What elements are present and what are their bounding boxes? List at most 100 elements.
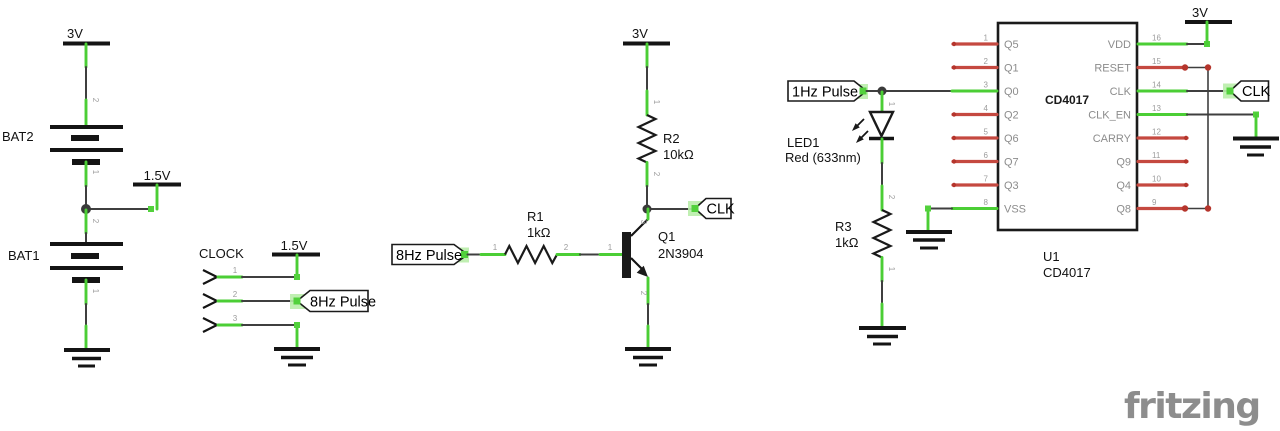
resistor-zigzag — [870, 209, 894, 259]
pin-chevron-icon — [202, 317, 220, 333]
q1-collector-pin-number: 3 — [639, 220, 648, 225]
ground-symbol-clk-en[interactable] — [1233, 136, 1279, 157]
power-3v-label: 3V — [632, 26, 648, 41]
ic-pin-q7[interactable]: 6 Q7 — [951, 151, 1019, 169]
net-dot — [1181, 64, 1189, 71]
power-1v5-label: 1.5V — [144, 168, 171, 183]
ic-pin-q8[interactable]: 9 Q8 — [1116, 198, 1187, 216]
r3-pin1-number: 1 — [887, 267, 896, 272]
ground-symbol-battery[interactable] — [64, 348, 110, 368]
pin-end-dot — [1183, 135, 1189, 141]
net-label-flag[interactable] — [787, 80, 868, 102]
r2-pin2-number: 2 — [652, 172, 661, 177]
led-emission-arrowhead — [856, 135, 864, 143]
resistor-r2[interactable]: R2 10kΩ — [635, 114, 694, 164]
power-1v5-label: 1.5V — [281, 238, 308, 253]
ground-symbol-r3[interactable] — [859, 326, 906, 346]
header-pin-1[interactable]: 1 — [202, 266, 298, 285]
net-label-flag[interactable] — [693, 197, 732, 220]
ic-pin-q0[interactable]: 3 Q0 — [950, 81, 1019, 99]
bat1-ref-label: BAT1 — [8, 248, 40, 263]
connection-point — [925, 205, 931, 212]
ic-pin-clk[interactable]: 14 CLK — [1110, 81, 1189, 99]
ic-pin-clk-en[interactable]: 13 CLK_EN — [1088, 104, 1189, 122]
header-pin-2[interactable]: 2 — [202, 290, 298, 309]
battery-bat1[interactable]: BAT1 — [8, 242, 123, 283]
ic-pin-q5[interactable]: 1 Q5 — [951, 34, 1019, 52]
battery-section: 3V 2 BAT2 1 1.5V 2 — [2, 26, 181, 368]
transistor-q1[interactable]: Q1 2N3904 — [622, 207, 704, 278]
net-label-1hz-pulse[interactable]: 1Hz Pulse — [787, 80, 868, 102]
net-label-flag[interactable] — [1228, 80, 1270, 102]
power-symbol-1v5-clock[interactable]: 1.5V — [272, 238, 320, 279]
power-symbol-3v-left[interactable]: 3V — [63, 26, 110, 69]
ic-right-pins: 16 VDD 15 RESET 14 CLK 13 CLK_EN 12 — [1088, 34, 1189, 216]
ic-chip-label: CD4017 — [1045, 93, 1089, 107]
counter-section: CD4017 1 Q5 2 Q1 3 Q0 4 Q2 — [906, 5, 1279, 280]
ic-pin-reset[interactable]: 15 RESET — [1094, 57, 1187, 75]
pin-label: VSS — [1004, 204, 1026, 216]
ic-pin-q2[interactable]: 4 Q2 — [951, 104, 1019, 122]
net-label-flag[interactable] — [295, 289, 369, 313]
resistor-r3[interactable]: R3 1kΩ — [835, 209, 894, 259]
ic-pin-vdd[interactable]: 16 VDD — [1108, 34, 1189, 52]
net-dot — [1204, 205, 1212, 212]
ic-pin-q1[interactable]: 2 Q1 — [951, 57, 1019, 75]
q1-ref-label: Q1 — [658, 229, 675, 244]
header-pin-3[interactable]: 3 — [202, 314, 298, 333]
ic-pin-carry[interactable]: 12 CARRY — [1093, 128, 1189, 146]
pin-number: 12 — [1152, 128, 1161, 137]
resistor-zigzag — [504, 243, 558, 266]
pin-chevron-icon — [202, 269, 220, 285]
ic-pin-vss[interactable]: 8 VSS — [950, 198, 1026, 216]
connection-point — [148, 206, 154, 212]
led-led1[interactable]: LED1 Red (633nm) — [785, 110, 895, 165]
u1-value-label: CD4017 — [1043, 265, 1091, 280]
pin-number: 10 — [1152, 175, 1161, 184]
net-label-8hz-pulse-clock[interactable]: 8Hz Pulse — [290, 289, 376, 313]
pin-number: 13 — [1152, 104, 1161, 113]
connection-point — [691, 205, 699, 212]
ground-symbol-q1[interactable] — [625, 347, 671, 367]
connection-point — [294, 322, 300, 328]
q1-value-label: 2N3904 — [658, 246, 704, 261]
connection-point — [293, 297, 301, 305]
connection-point — [1226, 87, 1234, 95]
pin-label: Q6 — [1004, 133, 1019, 145]
ic-pin-q6[interactable]: 5 Q6 — [951, 128, 1019, 146]
pin-number: 2 — [984, 57, 989, 66]
pin-end-dot — [951, 41, 957, 47]
resistor-r1[interactable]: R1 1kΩ — [504, 209, 558, 266]
pin-chevron-icon — [202, 293, 220, 309]
r2-value-label: 10kΩ — [663, 147, 694, 162]
net-label-8hz-pulse-input[interactable]: 8Hz Pulse — [391, 243, 469, 266]
connection-point — [859, 87, 867, 95]
power-symbol-3v-ic[interactable]: 3V — [1185, 5, 1232, 46]
battery-bat2[interactable]: BAT2 — [2, 125, 123, 165]
net-label-flag[interactable] — [391, 243, 469, 266]
pulse-shaper-section: 3V 1 R2 10kΩ 2 CLK 8Hz Pulse — [391, 26, 735, 367]
net-label-clk-ic[interactable]: CLK — [1223, 80, 1271, 102]
led-triangle — [868, 110, 895, 139]
pin-number: 16 — [1152, 34, 1161, 43]
ground-symbol-vss[interactable] — [906, 230, 952, 250]
ground-symbol-clock[interactable] — [274, 347, 320, 367]
pin-label: Q1 — [1004, 63, 1019, 75]
ic-body[interactable] — [996, 21, 1139, 232]
ic-pin-q3[interactable]: 7 Q3 — [951, 175, 1019, 193]
bat1-pin2-number: 2 — [91, 219, 100, 224]
net-label-text: 8Hz Pulse — [396, 248, 462, 264]
ic-pin-q4[interactable]: 10 Q4 — [1116, 175, 1189, 193]
pin-number: 3 — [984, 81, 989, 90]
net-label-clk-collector[interactable]: CLK — [688, 197, 735, 220]
pin-label: Q9 — [1116, 157, 1131, 169]
connection-point — [294, 274, 300, 280]
power-3v-label: 3V — [1192, 5, 1208, 20]
ic-pin-q9[interactable]: 11 Q9 — [1116, 151, 1189, 169]
pin-number: 8 — [984, 198, 989, 207]
power-symbol-3v-q1[interactable]: 3V — [623, 26, 670, 69]
power-symbol-1v5-battery[interactable]: 1.5V — [133, 168, 181, 211]
pin-label: CLK_EN — [1088, 110, 1131, 122]
transistor-base-bar — [622, 232, 631, 278]
